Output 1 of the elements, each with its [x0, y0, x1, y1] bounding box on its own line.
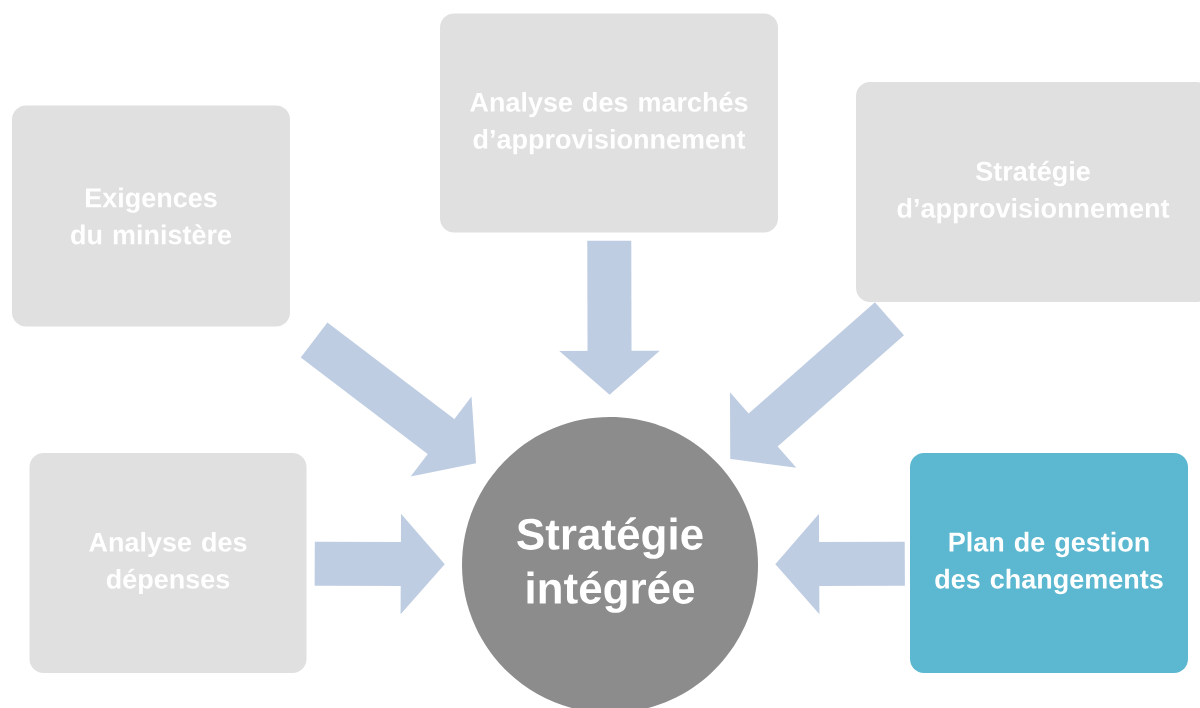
process-box: Plan de gestion des changements [910, 453, 1188, 673]
